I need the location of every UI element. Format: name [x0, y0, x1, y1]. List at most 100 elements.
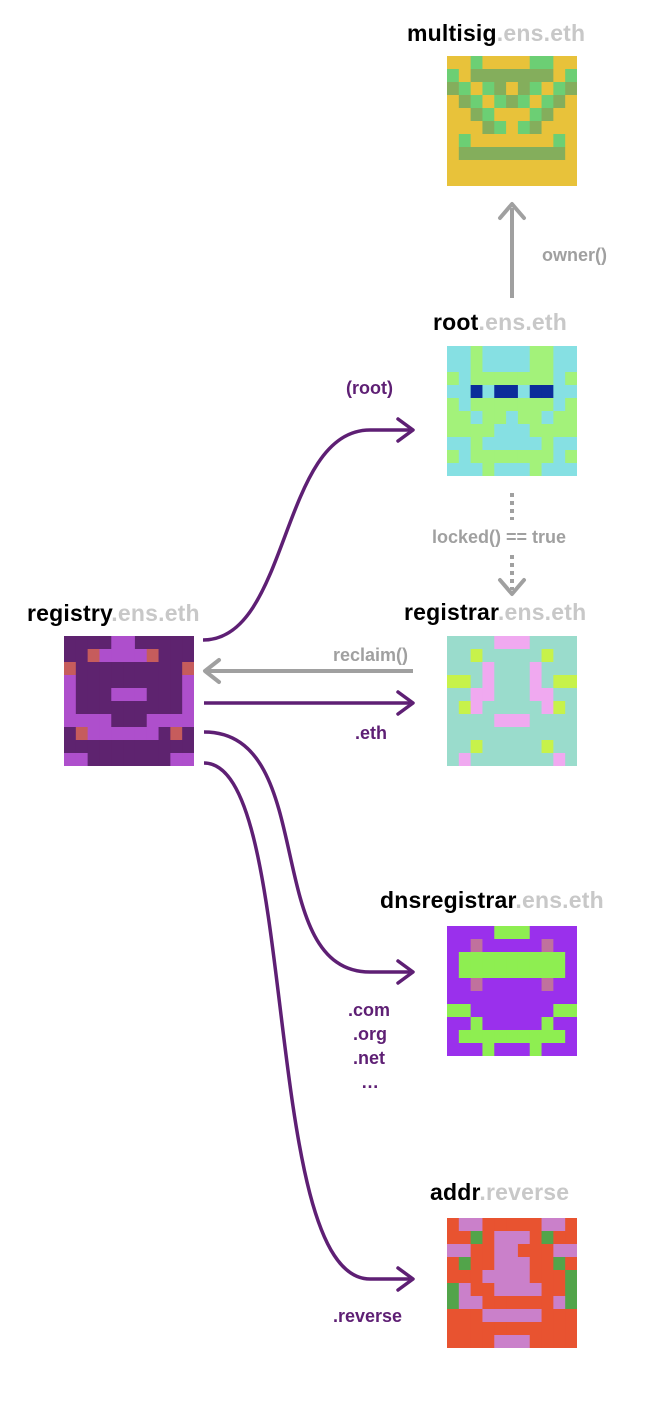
avatar-pixel [553, 450, 566, 464]
avatar-pixel [494, 450, 507, 464]
avatar-pixel [494, 463, 507, 476]
avatar-pixel [99, 714, 112, 728]
avatar-pixel [529, 121, 543, 135]
avatar-pixel [529, 95, 543, 109]
owner-label: owner() [542, 245, 607, 265]
avatar-pixel [458, 1043, 472, 1056]
avatar-pixel [541, 662, 554, 676]
avatar-pixel [541, 714, 554, 728]
avatar-pixel [494, 701, 507, 715]
avatar-pixel [470, 160, 484, 174]
avatar-pixel [506, 688, 519, 702]
avatar-pixel [529, 1283, 543, 1297]
avatar-pixel [458, 82, 472, 96]
avatar-pixel [565, 437, 577, 451]
avatar-pixel [541, 147, 554, 161]
avatar-pixel [529, 134, 543, 148]
avatar-pixel [75, 714, 89, 728]
avatar-pixel [182, 636, 194, 650]
avatar-pixel [158, 740, 171, 754]
avatar-pixel [553, 82, 566, 96]
avatar-pixel [458, 991, 472, 1005]
avatar-pixel [447, 1322, 460, 1336]
avatar-pixel [517, 952, 531, 966]
avatar-pixel [458, 978, 472, 992]
avatar-pixel [470, 753, 484, 766]
avatar-pixel [529, 991, 543, 1005]
dns-org-label: .org [353, 1024, 387, 1044]
avatar-pixel [541, 411, 554, 425]
avatar-pixel [447, 714, 460, 728]
avatar-pixel [494, 1296, 507, 1310]
avatar-pixel [470, 1004, 484, 1018]
avatar-pixel [541, 424, 554, 438]
avatar-pixel [565, 95, 577, 109]
avatar-pixel [494, 1218, 507, 1232]
avatar-pixel [447, 411, 460, 425]
avatar-pixel [447, 727, 460, 741]
avatar-pixel [553, 160, 566, 174]
avatar-pixel [553, 346, 566, 360]
avatar-pixel [111, 753, 124, 766]
avatar-pixel [517, 69, 531, 83]
avatar-pixel [64, 727, 77, 741]
avatar-pixel [482, 1335, 495, 1348]
avatar-pixel [565, 134, 577, 148]
avatar-pixel [517, 939, 531, 953]
avatar-pixel [482, 450, 495, 464]
avatar-pixel [529, 662, 543, 676]
avatar-pixel [553, 424, 566, 438]
avatar-pixel [494, 1244, 507, 1258]
avatar-pixel [565, 740, 577, 754]
avatar-pixel [565, 69, 577, 83]
avatar-pixel [506, 1322, 519, 1336]
avatar-pixel [517, 701, 531, 715]
avatar-pixel [482, 727, 495, 741]
avatar-pixel [553, 714, 566, 728]
avatar-pixel [447, 450, 460, 464]
avatar-pixel [87, 701, 101, 715]
avatar-pixel [565, 1270, 577, 1284]
avatar-pixel [75, 727, 89, 741]
avatar-pixel [447, 978, 460, 992]
avatar-pixel [447, 56, 460, 70]
avatar-pixel [565, 1030, 577, 1044]
avatar-pixel [482, 411, 495, 425]
avatar-pixel [506, 160, 519, 174]
avatar-pixel [482, 1218, 495, 1232]
avatar-pixel [517, 675, 531, 689]
avatar-pixel [158, 649, 171, 663]
avatar-pixel [565, 926, 577, 940]
addr-avatar [447, 1218, 577, 1348]
avatar-pixel [494, 108, 507, 122]
avatar-pixel [482, 1231, 495, 1245]
avatar-pixel [506, 121, 519, 135]
avatar-pixel [123, 675, 136, 689]
avatar-pixel [529, 1335, 543, 1348]
avatar-pixel [541, 753, 554, 766]
avatar-pixel [482, 424, 495, 438]
avatar-pixel [565, 939, 577, 953]
avatar-pixel [553, 1335, 566, 1348]
avatar-pixel [517, 82, 531, 96]
avatar-pixel [506, 411, 519, 425]
avatar-pixel [458, 1030, 472, 1044]
avatar-pixel [447, 121, 460, 135]
avatar-pixel [458, 1335, 472, 1348]
avatar-pixel [494, 1231, 507, 1245]
avatar-pixel [541, 173, 554, 186]
avatar-pixel [541, 1231, 554, 1245]
avatar-pixel [517, 463, 531, 476]
avatar-pixel [482, 939, 495, 953]
avatar-pixel [447, 69, 460, 83]
avatar-pixel [529, 1030, 543, 1044]
avatar-pixel [506, 965, 519, 979]
avatar-pixel [470, 450, 484, 464]
avatar-pixel [134, 740, 148, 754]
avatar-pixel [482, 1283, 495, 1297]
avatar-pixel [529, 952, 543, 966]
avatar-pixel [494, 965, 507, 979]
avatar-pixel [482, 753, 495, 766]
avatar-pixel [529, 649, 543, 663]
dns-com-label: .com [348, 1000, 391, 1020]
